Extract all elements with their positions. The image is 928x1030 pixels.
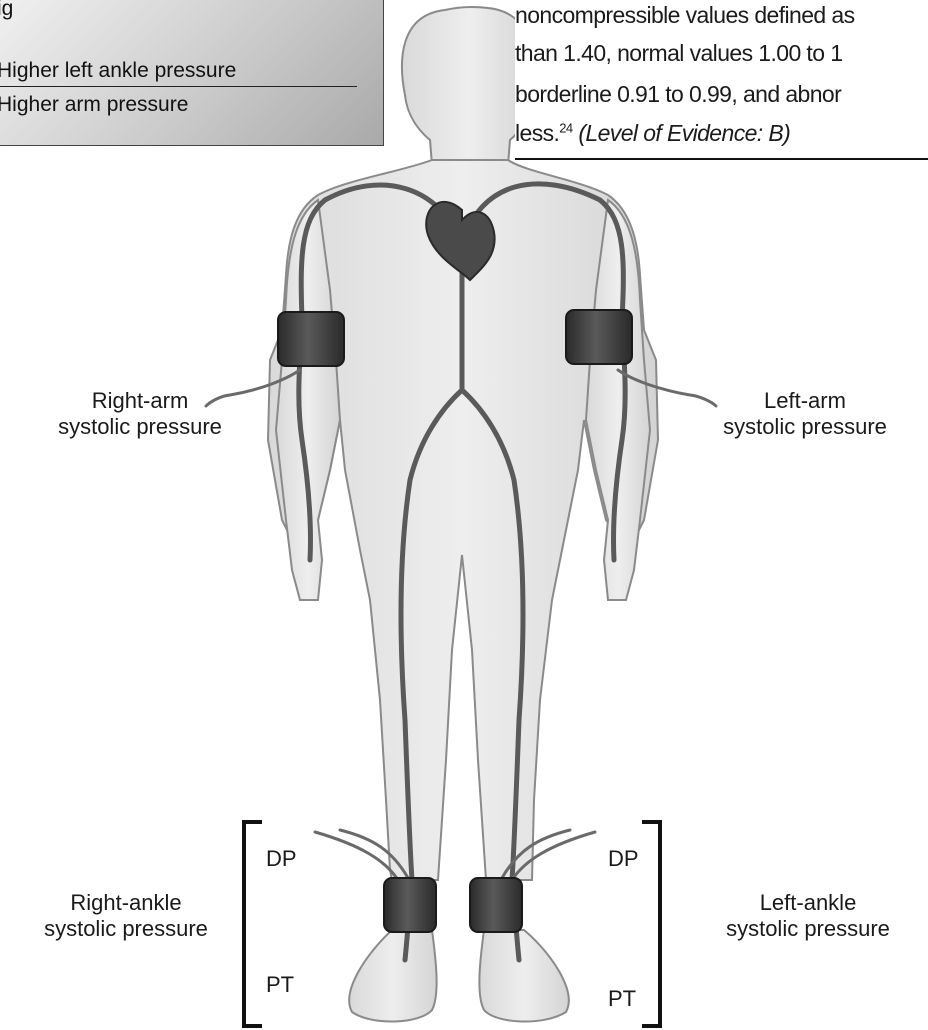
left-arm-label-line-2: systolic pressure [695, 414, 915, 440]
right-foot [349, 930, 436, 1022]
right-ankle-cuff [384, 878, 436, 932]
right-ankle-bracket [244, 822, 262, 1026]
right-ankle-label: Right-ankle systolic pressure [16, 890, 236, 942]
right-ankle-label-line-2: systolic pressure [16, 916, 236, 942]
right-arm-label-line-2: systolic pressure [40, 414, 240, 440]
left-ankle-label-line-2: systolic pressure [693, 916, 923, 942]
left-ankle-label-line-1: Left-ankle [693, 890, 923, 916]
excerpt-line-2: than 1.40, normal values 1.00 to 1 [515, 40, 842, 67]
left-foot [479, 930, 568, 1022]
legend-row-partial: ig [0, 0, 357, 21]
left-ankle-cuff [470, 878, 522, 932]
excerpt-line-4: less.24 (Level of Evidence: B) [515, 120, 790, 147]
right-arm-label: Right-arm systolic pressure [40, 388, 240, 440]
right-dp-label: DP [266, 846, 297, 872]
left-ankle-label: Left-ankle systolic pressure [693, 890, 923, 942]
right-arm-cuff [278, 312, 344, 366]
excerpt-less: less. [515, 120, 559, 146]
legend-box: ig Higher left ankle pressure Higher arm… [0, 0, 384, 146]
legend-divider [0, 86, 357, 87]
excerpt-line-1: noncompressible values defined as [515, 2, 854, 29]
excerpt-evidence: (Level of Evidence: B) [578, 120, 790, 146]
left-ankle-bracket [642, 822, 660, 1026]
legend-row-higher-arm: Higher arm pressure [0, 93, 357, 117]
left-arm-label-line-1: Left-arm [695, 388, 915, 414]
guideline-excerpt: noncompressible values defined as than 1… [515, 0, 928, 160]
right-ankle-label-line-1: Right-ankle [16, 890, 236, 916]
left-arm-label: Left-arm systolic pressure [695, 388, 915, 440]
right-pt-label: PT [266, 972, 294, 998]
excerpt-line-3: borderline 0.91 to 0.99, and abnor [515, 81, 841, 108]
excerpt-reference: 24 [559, 120, 572, 135]
left-dp-label: DP [608, 846, 639, 872]
left-arm-cuff [566, 310, 632, 364]
left-pt-label: PT [608, 986, 636, 1012]
right-arm-label-line-1: Right-arm [40, 388, 240, 414]
legend-row-higher-left-ankle: Higher left ankle pressure [0, 59, 357, 83]
